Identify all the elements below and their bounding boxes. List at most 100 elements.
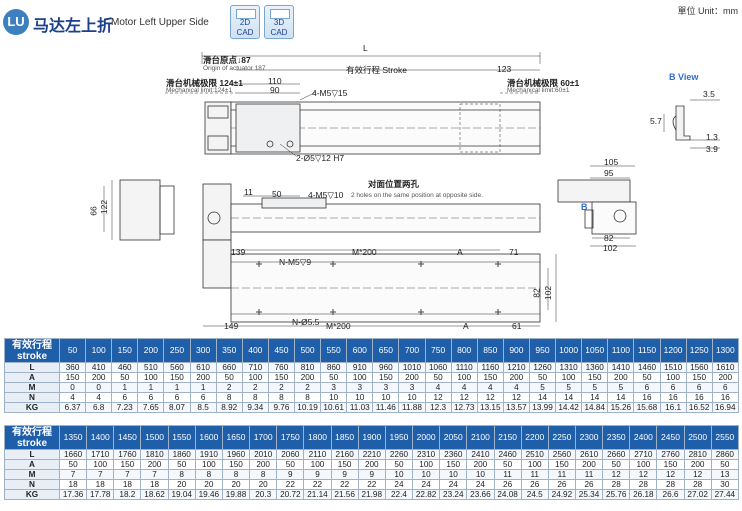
cad-2d-button[interactable]: 2D CAD bbox=[230, 5, 260, 39]
table-cell: 30 bbox=[710, 479, 739, 490]
table-cell: 100 bbox=[659, 372, 687, 383]
table-cell: 5 bbox=[555, 382, 583, 393]
stroke-column-header: 950 bbox=[528, 338, 557, 363]
table-cell: 50 bbox=[215, 372, 243, 383]
table-cell: 810 bbox=[293, 362, 322, 373]
table-cell: 11 bbox=[493, 469, 522, 480]
stroke-column-header: 2200 bbox=[520, 425, 549, 450]
dim-a-bottom: A bbox=[463, 321, 469, 331]
row-label: M bbox=[4, 469, 60, 480]
table-cell: 11.46 bbox=[372, 402, 400, 413]
cad-2d-label-top: 2D bbox=[239, 18, 251, 27]
table-cell: 1660 bbox=[58, 449, 88, 460]
table-cell: 9 bbox=[357, 469, 386, 480]
dim-95: 95 bbox=[604, 168, 614, 178]
table-cell: 50 bbox=[167, 459, 196, 470]
table-cell: 50 bbox=[710, 459, 739, 470]
table-cell: 2 bbox=[241, 382, 269, 393]
model-badge: LU bbox=[3, 9, 29, 35]
stroke-column-header: 450 bbox=[267, 338, 295, 363]
table-cell: 8 bbox=[167, 469, 196, 480]
stroke-column-header: 2250 bbox=[547, 425, 576, 450]
table-cell: 27.44 bbox=[710, 489, 739, 500]
table-cell: 50 bbox=[384, 459, 414, 470]
stroke-column-header: 1650 bbox=[221, 425, 251, 450]
table-cell: 2560 bbox=[547, 449, 576, 460]
table-cell: 150 bbox=[372, 372, 400, 383]
table-cell: 1510 bbox=[659, 362, 687, 373]
cad-3d-button[interactable]: 3D CAD bbox=[264, 5, 294, 39]
row-label: L bbox=[4, 449, 60, 460]
table-cell: 20 bbox=[194, 479, 223, 490]
table-cell: 18.62 bbox=[140, 489, 169, 500]
thread-m5-10: 4-M5▽10 bbox=[308, 190, 344, 200]
dim-122: 122 bbox=[99, 199, 110, 215]
table-cell: 16.94 bbox=[711, 402, 739, 413]
table-cell: 150 bbox=[476, 372, 504, 383]
table-cell: 150 bbox=[547, 459, 576, 470]
table-cell: 13 bbox=[710, 469, 739, 480]
table-cell: 1260 bbox=[528, 362, 557, 373]
table-cell: 16 bbox=[659, 392, 687, 403]
stroke-column-header: 1300 bbox=[711, 338, 739, 363]
dim-82-bottom: 82 bbox=[531, 288, 542, 298]
table-cell: 2010 bbox=[249, 449, 278, 460]
mech-limit-right-en: Mechanical limit:60±1 bbox=[507, 87, 570, 94]
table-cell: 200 bbox=[683, 459, 712, 470]
top-view bbox=[165, 52, 541, 157]
stroke-column-header: 1800 bbox=[303, 425, 332, 450]
table-cell: 4 bbox=[424, 382, 452, 393]
table-cell: 14 bbox=[581, 392, 609, 403]
table-cell: 2160 bbox=[330, 449, 359, 460]
table-cell: 10 bbox=[439, 469, 468, 480]
table-cell: 25.76 bbox=[602, 489, 631, 500]
dim-102-bottom: 102 bbox=[543, 285, 554, 301]
table-cell: 100 bbox=[303, 459, 332, 470]
stroke-header-en: stroke bbox=[16, 350, 47, 362]
table-cell: 150 bbox=[113, 459, 142, 470]
table-cell: 560 bbox=[163, 362, 191, 373]
stroke-column-header: 2450 bbox=[656, 425, 685, 450]
dim-149: 149 bbox=[224, 321, 239, 331]
table-cell: 5 bbox=[528, 382, 557, 393]
table-cell: 22 bbox=[357, 479, 386, 490]
table-cell: 7.65 bbox=[137, 402, 165, 413]
stroke-column-header: 300 bbox=[189, 338, 217, 363]
table-cell: 7 bbox=[140, 469, 169, 480]
title-cn: 马达左上折 bbox=[33, 18, 114, 35]
table-cell: 8 bbox=[241, 392, 269, 403]
table-cell: 25.34 bbox=[574, 489, 604, 500]
table-cell: 21.14 bbox=[303, 489, 332, 500]
stroke-column-header: 1000 bbox=[555, 338, 583, 363]
table-cell: 18.2 bbox=[113, 489, 142, 500]
cad-3d-label-bottom: CAD bbox=[270, 28, 288, 37]
table-cell: 12 bbox=[502, 392, 530, 403]
table-cell: 1060 bbox=[424, 362, 452, 373]
table-cell: 6.37 bbox=[58, 402, 87, 413]
table-cell: 10 bbox=[466, 469, 495, 480]
table-cell: 1 bbox=[111, 382, 139, 393]
table-cell: 2310 bbox=[412, 449, 441, 460]
table-cell: 2260 bbox=[384, 449, 414, 460]
table-cell: 2360 bbox=[439, 449, 468, 460]
table-cell: 200 bbox=[189, 372, 217, 383]
stroke-column-header: 700 bbox=[398, 338, 426, 363]
table-cell: 12 bbox=[476, 392, 504, 403]
row-label: KG bbox=[4, 489, 60, 500]
table-cell: 16 bbox=[711, 392, 739, 403]
table-cell: 100 bbox=[241, 372, 269, 383]
table-cell: 2060 bbox=[276, 449, 305, 460]
table-cell: 1710 bbox=[86, 449, 115, 460]
cad-3d-label-top: 3D bbox=[273, 18, 285, 27]
cad-2d-label-bottom: CAD bbox=[236, 28, 254, 37]
table-cell: 3 bbox=[372, 382, 400, 393]
table-cell: 21.98 bbox=[357, 489, 386, 500]
table-cell: 1960 bbox=[221, 449, 251, 460]
table-cell: 11.03 bbox=[346, 402, 374, 413]
table-cell: 6 bbox=[111, 392, 139, 403]
bview-5-7: 5.7 bbox=[650, 116, 662, 126]
table-cell: 11 bbox=[547, 469, 576, 480]
